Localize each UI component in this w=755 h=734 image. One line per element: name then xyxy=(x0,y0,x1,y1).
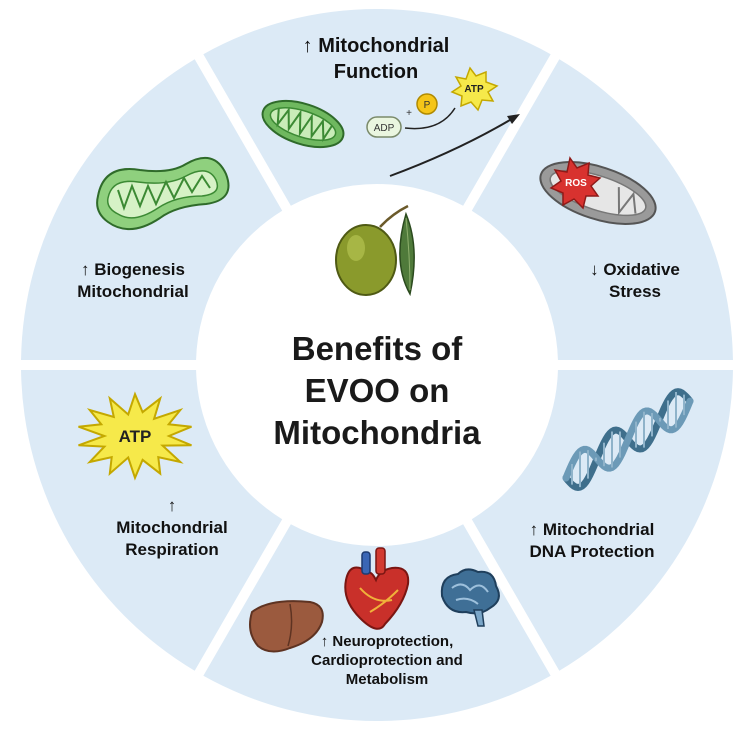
title-line: EVOO on xyxy=(304,372,450,409)
adp-icon: ADP xyxy=(366,116,402,138)
segment-function xyxy=(203,9,551,206)
label-line: Stress xyxy=(609,282,661,301)
label-dna-protection: ↑ Mitochondrial DNA Protection xyxy=(512,519,672,563)
phosphate-icon: P xyxy=(416,93,438,115)
label-mitochondrial-function: ↑ Mitochondrial Function xyxy=(263,33,489,85)
olive-icon xyxy=(335,204,415,297)
curved-arrow xyxy=(404,107,456,130)
liver-icon xyxy=(249,600,324,653)
label-respiration: ↑ Mitochondrial Respiration xyxy=(92,495,252,561)
label-line: ↓ Oxidative xyxy=(590,260,680,279)
label-neuroprotection: ↑ Neuroprotection, Cardioprotection and … xyxy=(287,632,487,689)
title-line: Mitochondria xyxy=(273,414,481,451)
label-biogenesis: ↑ Biogenesis Mitochondrial xyxy=(58,259,208,303)
brain-icon xyxy=(440,568,500,627)
label-line: DNA Protection xyxy=(529,542,655,561)
mitochondrion-icon xyxy=(261,99,345,149)
label-line: ↑ Mitochondrial xyxy=(529,520,655,539)
page-title: Benefits of EVOO on Mitochondria xyxy=(227,328,527,454)
svg-text:ATP: ATP xyxy=(119,427,152,446)
arrowhead-icon xyxy=(507,114,520,124)
label-line: ↑ Biogenesis xyxy=(81,260,185,279)
plus-sign: + xyxy=(406,108,412,119)
atp-burst-large-icon: ATP xyxy=(78,391,192,481)
heart-icon xyxy=(344,547,410,630)
segment-dna xyxy=(471,369,733,671)
label-line: Function xyxy=(333,61,419,83)
center-circle xyxy=(204,192,550,538)
svg-text:ADP: ADP xyxy=(374,123,395,134)
title-line: Benefits of xyxy=(291,330,463,367)
label-line: Mitochondrial xyxy=(116,518,228,537)
dna-helix-icon xyxy=(562,388,694,491)
label-oxidative-stress: ↓ Oxidative Stress xyxy=(565,259,705,303)
label-line: ↑ Mitochondrial xyxy=(302,35,450,57)
label-line: Mitochondrial xyxy=(77,282,189,301)
label-line: ↑ xyxy=(167,496,177,515)
svg-text:ROS: ROS xyxy=(565,178,587,189)
label-line: Cardioprotection and xyxy=(311,652,463,669)
elongated-mitochondrion-icon xyxy=(96,156,230,230)
label-line: ↑ Neuroprotection, xyxy=(320,633,454,650)
label-line: Respiration xyxy=(125,540,219,559)
ros-burst-icon: ROS xyxy=(549,156,602,210)
reaction-arrow xyxy=(389,116,516,177)
atp-burst-small-icon: ATP xyxy=(450,66,499,112)
svg-text:P: P xyxy=(424,100,431,111)
label-line: Metabolism xyxy=(345,671,429,688)
svg-text:ATP: ATP xyxy=(464,84,484,95)
